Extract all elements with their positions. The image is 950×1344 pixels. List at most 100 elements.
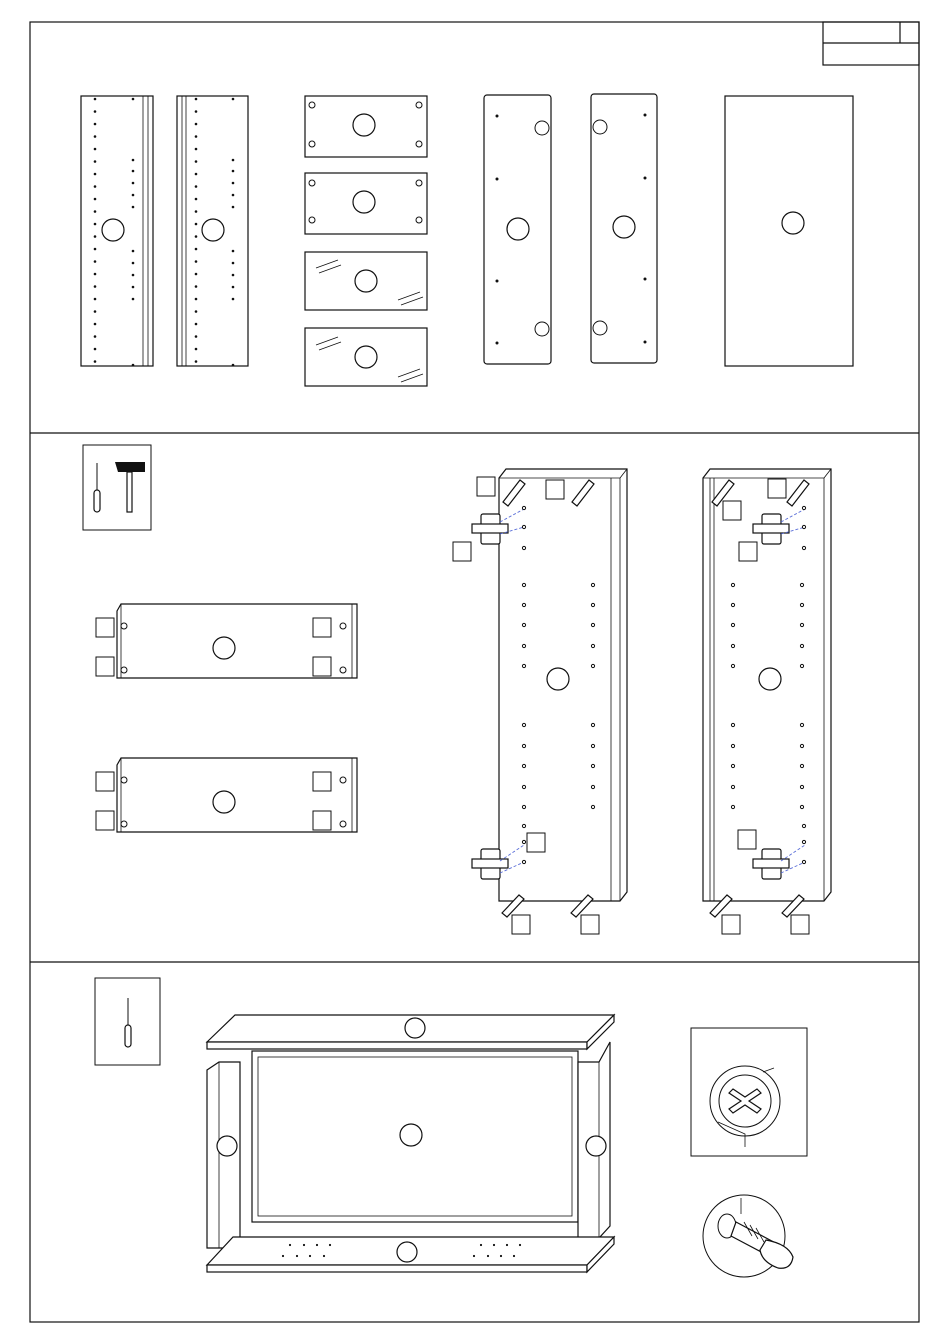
door-right — [591, 94, 657, 363]
drill-hole — [195, 123, 198, 126]
drill-hole — [522, 824, 525, 827]
label-box — [96, 618, 114, 637]
label-box — [512, 915, 530, 934]
drill-hole — [132, 194, 135, 197]
drill-hole — [303, 1244, 305, 1246]
part-number-circle — [400, 1124, 422, 1146]
drill-hole — [94, 310, 97, 313]
drill-hole — [800, 664, 803, 667]
drill-hole — [802, 506, 805, 509]
drill-hole — [94, 185, 97, 188]
drill-hole — [232, 250, 235, 253]
drill-hole — [232, 194, 235, 197]
drill-hole — [195, 360, 198, 363]
drill-hole — [94, 260, 97, 263]
title-block — [823, 22, 919, 65]
drill-hole — [132, 159, 135, 162]
drill-hole — [195, 148, 198, 151]
part-number-circle — [355, 346, 377, 368]
drill-hole — [591, 785, 594, 788]
top-panel — [207, 1015, 614, 1049]
label-box — [453, 542, 471, 561]
label-box — [313, 657, 331, 676]
label-box — [96, 811, 114, 830]
label-box — [546, 480, 564, 499]
drill-hole — [800, 644, 803, 647]
drill-hole — [800, 723, 803, 726]
drill-hole — [591, 723, 594, 726]
drill-hole — [94, 210, 97, 213]
side-panel-right — [177, 96, 248, 366]
shelf-2 — [305, 173, 427, 234]
part-number-circle — [102, 219, 124, 241]
drill-hole — [195, 198, 198, 201]
shelf-with-fittings-2 — [96, 758, 357, 832]
drill-hole — [522, 840, 525, 843]
drill-hole — [802, 840, 805, 843]
drill-hole — [522, 723, 525, 726]
drill-hole — [132, 286, 135, 289]
label-box — [96, 772, 114, 791]
drill-hole — [731, 744, 734, 747]
drill-hole — [493, 1244, 495, 1246]
label-box — [313, 618, 331, 637]
drill-hole — [522, 805, 525, 808]
drill-hole — [522, 764, 525, 767]
drill-hole — [94, 148, 97, 151]
part-number-circle — [405, 1018, 425, 1038]
part-number-circle — [213, 637, 235, 659]
drill-hole — [480, 1244, 482, 1246]
drill-hole — [316, 1244, 318, 1246]
drill-hole — [591, 623, 594, 626]
drill-hole — [800, 583, 803, 586]
part-number-circle — [613, 216, 635, 238]
part-number-circle — [586, 1136, 606, 1156]
drill-hole — [731, 603, 734, 606]
drill-hole — [522, 644, 525, 647]
drill-hole — [802, 525, 805, 528]
drill-hole — [232, 182, 235, 185]
glass-shelf-1 — [305, 252, 427, 310]
drill-hole — [731, 644, 734, 647]
label-box — [768, 479, 786, 498]
shelf-1 — [305, 96, 427, 157]
drill-hole — [94, 223, 97, 226]
drill-hole — [94, 98, 97, 101]
drill-hole — [800, 623, 803, 626]
drill-hole — [731, 805, 734, 808]
label-box — [738, 830, 756, 849]
drill-hole — [591, 805, 594, 808]
glass-shelf-2 — [305, 328, 427, 386]
drill-hole — [195, 223, 198, 226]
label-box — [791, 915, 809, 934]
step1-parts-overview — [81, 94, 853, 386]
drill-hole — [195, 248, 198, 251]
drill-hole — [500, 1255, 502, 1257]
drill-hole — [94, 248, 97, 251]
tools-box — [83, 445, 151, 530]
drill-hole — [232, 159, 235, 162]
drill-hole — [195, 173, 198, 176]
part-number-circle — [213, 791, 235, 813]
drill-hole — [232, 274, 235, 277]
drill-hole — [522, 506, 525, 509]
drill-hole — [132, 206, 135, 209]
drill-hole — [296, 1255, 298, 1257]
drill-hole — [282, 1255, 284, 1257]
drill-hole — [195, 335, 198, 338]
drill-hole — [94, 323, 97, 326]
drill-hole — [195, 260, 198, 263]
part-number-circle — [202, 219, 224, 241]
drill-hole — [591, 603, 594, 606]
label-box — [527, 833, 545, 852]
part-number-circle — [217, 1136, 237, 1156]
drill-hole — [132, 170, 135, 173]
drill-hole — [195, 98, 198, 101]
drill-hole — [522, 623, 525, 626]
drill-hole — [591, 764, 594, 767]
drill-hole — [195, 310, 198, 313]
part-number-circle — [355, 270, 377, 292]
drill-hole — [195, 273, 198, 276]
drill-hole — [522, 744, 525, 747]
drill-hole — [195, 323, 198, 326]
